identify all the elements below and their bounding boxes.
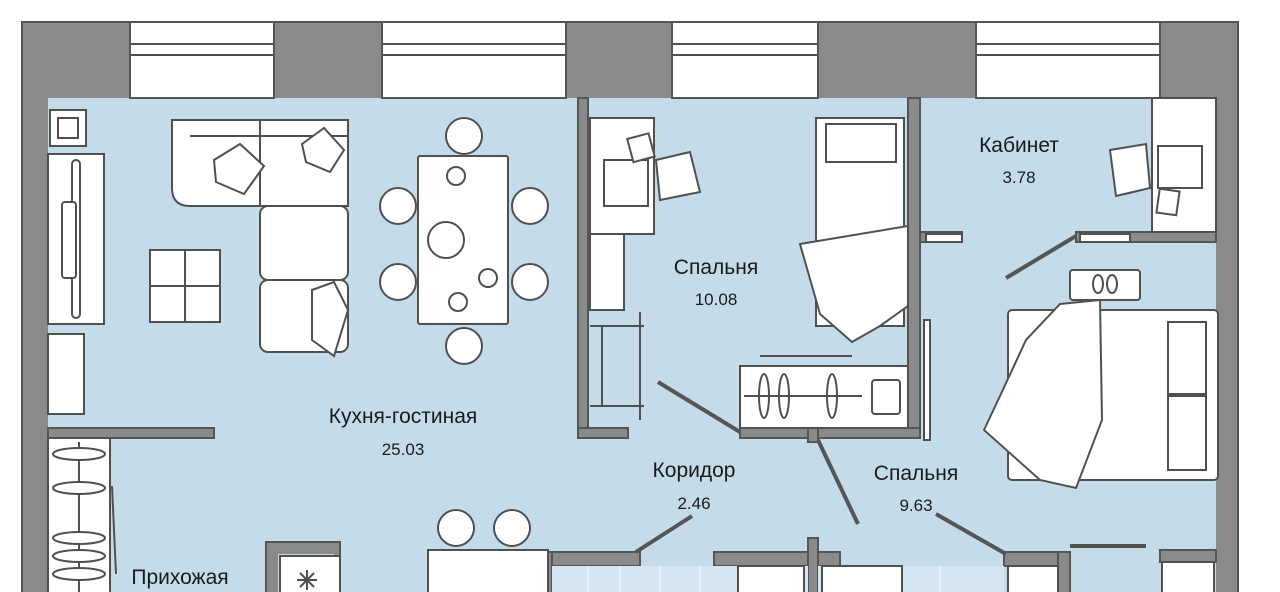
room-area-bedroom2: 9.63	[899, 496, 933, 515]
pillow	[311, 280, 350, 358]
office-chair	[1108, 142, 1152, 198]
bookshelf	[47, 333, 85, 415]
rug	[1069, 269, 1141, 301]
double-bed	[982, 298, 1219, 490]
single-bed	[798, 117, 909, 344]
room-area-bedroom1: 10.08	[694, 290, 738, 309]
desk	[589, 117, 656, 235]
room-name-study: Кабинет	[979, 134, 1059, 157]
room-area-study: 3.78	[1002, 168, 1036, 187]
bookshelf	[589, 233, 625, 311]
wall	[807, 427, 819, 443]
window	[975, 21, 1161, 99]
wall-bottom	[807, 537, 819, 592]
pillow	[212, 142, 266, 196]
burner-icon	[297, 570, 317, 590]
wall-bottom	[1159, 549, 1217, 563]
room-name-bedroom2: Спальня	[873, 462, 959, 485]
slippers-icon	[1092, 274, 1118, 294]
closet	[739, 355, 909, 429]
room-area-kitchen-living: 25.03	[381, 440, 425, 459]
stove	[279, 555, 341, 592]
dining-table	[417, 155, 509, 325]
laptop	[1157, 145, 1203, 189]
door-study[interactable]	[1004, 234, 1078, 280]
wall-bedroom1-right	[907, 97, 921, 439]
toilet	[737, 565, 805, 592]
wall-hallway	[47, 427, 215, 439]
cabinet	[1161, 561, 1215, 592]
wall	[739, 427, 921, 439]
door-wc[interactable]	[935, 512, 1007, 556]
mirror	[923, 319, 931, 441]
kitchen-counter	[427, 549, 549, 592]
wall-bottom	[539, 551, 641, 567]
room-name-kitchen-living: Кухня-гостиная	[328, 405, 478, 428]
study-door-frame	[925, 233, 963, 243]
window	[671, 21, 819, 99]
wall-bottom	[713, 551, 841, 567]
shelf	[590, 312, 644, 420]
room-name-corridor: Коридор	[652, 459, 736, 482]
room-name-bedroom1: Спальня	[673, 256, 759, 279]
office-chair	[654, 150, 702, 202]
chair	[379, 117, 549, 547]
wall-bedroom1-left	[577, 97, 589, 439]
sofa	[171, 119, 350, 358]
window	[129, 21, 275, 99]
tv	[61, 201, 77, 279]
wall-bottom	[1057, 551, 1071, 592]
sink	[821, 565, 903, 592]
study-desk	[1151, 97, 1217, 233]
room-name-hallway: Прихожая	[131, 566, 229, 589]
door-bedroom2[interactable]	[816, 439, 860, 525]
washing-machine	[1007, 565, 1059, 592]
wall	[577, 427, 629, 439]
coffee-table	[149, 249, 221, 323]
window	[381, 21, 567, 99]
room-area-corridor: 2.46	[677, 494, 711, 513]
study-door-frame	[1079, 233, 1131, 243]
door-bathroom[interactable]	[634, 514, 694, 554]
wardrobe	[47, 437, 117, 592]
cabinet	[57, 117, 79, 139]
laptop	[603, 159, 649, 207]
door-bedroom1[interactable]	[656, 380, 742, 434]
pillow	[300, 126, 346, 174]
